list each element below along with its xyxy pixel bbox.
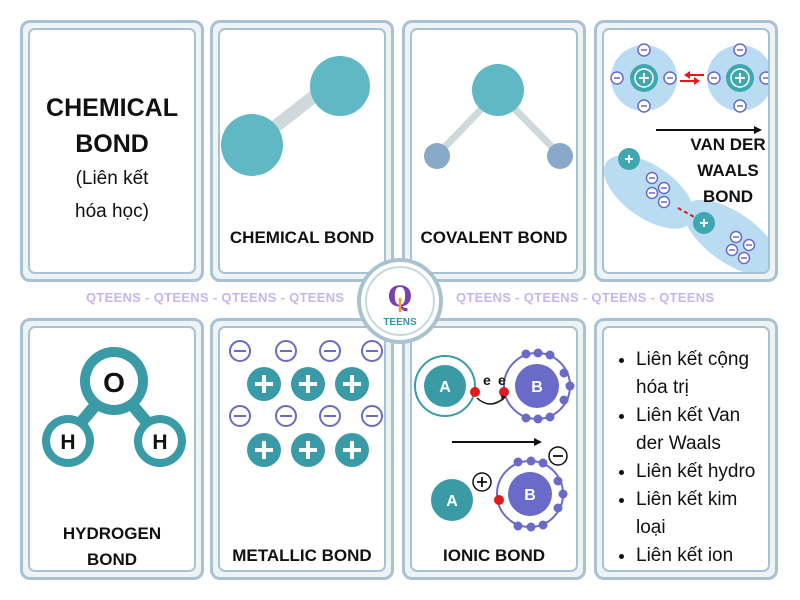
page-subtitle: (Liên kết hóa học): [75, 168, 149, 222]
metallic-bond-diagram: [229, 340, 383, 467]
logo-word: TEENS: [383, 317, 417, 328]
chemical-bond-card: CHEMICAL BOND: [210, 20, 394, 282]
valence-electron: [499, 387, 509, 397]
plus-icon: [639, 73, 649, 83]
electron-group: [513, 456, 568, 532]
covalent-bond-label: COVALENT BOND: [420, 228, 568, 247]
covalent-bond-diagram: [424, 64, 573, 169]
metallic-bond-label: METALLIC BOND: [232, 546, 372, 565]
atom-b: [515, 364, 559, 408]
cation-a-symbol: A: [446, 493, 458, 510]
small-atom: [424, 143, 450, 169]
central-atom: [472, 64, 524, 116]
plus-icon: [625, 155, 633, 163]
plus-icon: [255, 375, 361, 459]
small-atom: [547, 143, 573, 169]
hydrogen-symbol: H: [152, 431, 167, 454]
vanderwaals-card: VAN DER WAALS BOND: [594, 20, 778, 282]
arrow-right-icon: [534, 438, 542, 446]
cation-a: [431, 479, 473, 521]
dipole-attraction: [677, 207, 697, 219]
electron-sea: [229, 340, 383, 427]
arrow-left-icon: [684, 71, 690, 79]
electron-label: e: [483, 372, 491, 388]
chemical-bond-label: CHEMICAL BOND: [229, 228, 375, 247]
ionic-bond-diagram: A B e e A B: [414, 348, 575, 532]
ionic-bond-card: A B e e A B: [402, 318, 586, 580]
hydrogen-bond-label: HYDROGEN BOND: [62, 524, 162, 569]
arrow-right-icon: [754, 126, 762, 134]
metallic-bond-card: METALLIC BOND: [210, 318, 394, 580]
vanderwaals-label: VAN DER WAALS BOND: [690, 135, 766, 206]
brand-strip-right: QTEENS - QTEENS - QTEENS - QTEENS: [456, 290, 715, 305]
atom-a: [424, 365, 466, 407]
electron-group: [521, 348, 575, 424]
bond-types-list: Liên kết cộng hóa trị Liên kết Van der W…: [614, 346, 768, 570]
list-item: Liên kết cộng hóa trị: [636, 346, 768, 402]
minus-icon: [711, 49, 768, 107]
oxygen-symbol: O: [103, 367, 125, 398]
hydrogen-symbol: H: [60, 431, 75, 454]
bond-types-card: Liên kết cộng hóa trị Liên kết Van der W…: [594, 318, 778, 580]
title-card: CHEMICAL BOND (Liên kết hóa học): [20, 20, 204, 282]
atom-large: [221, 114, 283, 176]
vanderwaals-diagram: [604, 43, 768, 272]
minus-icon: [649, 177, 752, 259]
transferred-electron: [470, 387, 480, 397]
hydrogen-bond-card: O H H HYDROGEN BOND: [20, 318, 204, 580]
list-item: Liên kết ion: [636, 542, 768, 570]
anion-b: [508, 472, 552, 516]
list-item: Liên kết kim loại: [636, 486, 768, 542]
ionic-bond-label: IONIC BOND: [443, 546, 545, 565]
atom-b-symbol: B: [531, 379, 543, 396]
plus-icon: [730, 68, 750, 88]
transfer-arrow: [476, 397, 505, 405]
qteens-logo: Q TEENS: [357, 258, 443, 344]
hydrogen-bond-diagram: O H H: [42, 347, 186, 467]
anion-b-symbol: B: [524, 487, 536, 504]
minus-icon: [234, 350, 378, 417]
plus-icon: [735, 73, 745, 83]
list-item: Liên kết hydro: [636, 458, 768, 486]
brand-strip-left: QTEENS - QTEENS - QTEENS - QTEENS: [86, 290, 345, 305]
atom-large: [310, 56, 370, 116]
page-title: CHEMICAL BOND: [46, 94, 178, 158]
chemical-bond-diagram: [221, 56, 370, 176]
minus-icon: [614, 49, 673, 107]
atom-a-shell: [414, 355, 476, 417]
plus-icon: [634, 68, 654, 88]
atom-a-symbol: A: [439, 379, 451, 396]
plus-icon: [477, 477, 487, 487]
electron-label: e: [498, 372, 506, 388]
arrow-right-icon: [501, 395, 506, 401]
plus-icon: [700, 219, 708, 227]
covalent-bond-card: COVALENT BOND: [402, 20, 586, 282]
arrow-right-icon: [694, 77, 700, 85]
list-item: Liên kết Van der Waals: [636, 402, 768, 458]
gained-electron: [494, 495, 504, 505]
